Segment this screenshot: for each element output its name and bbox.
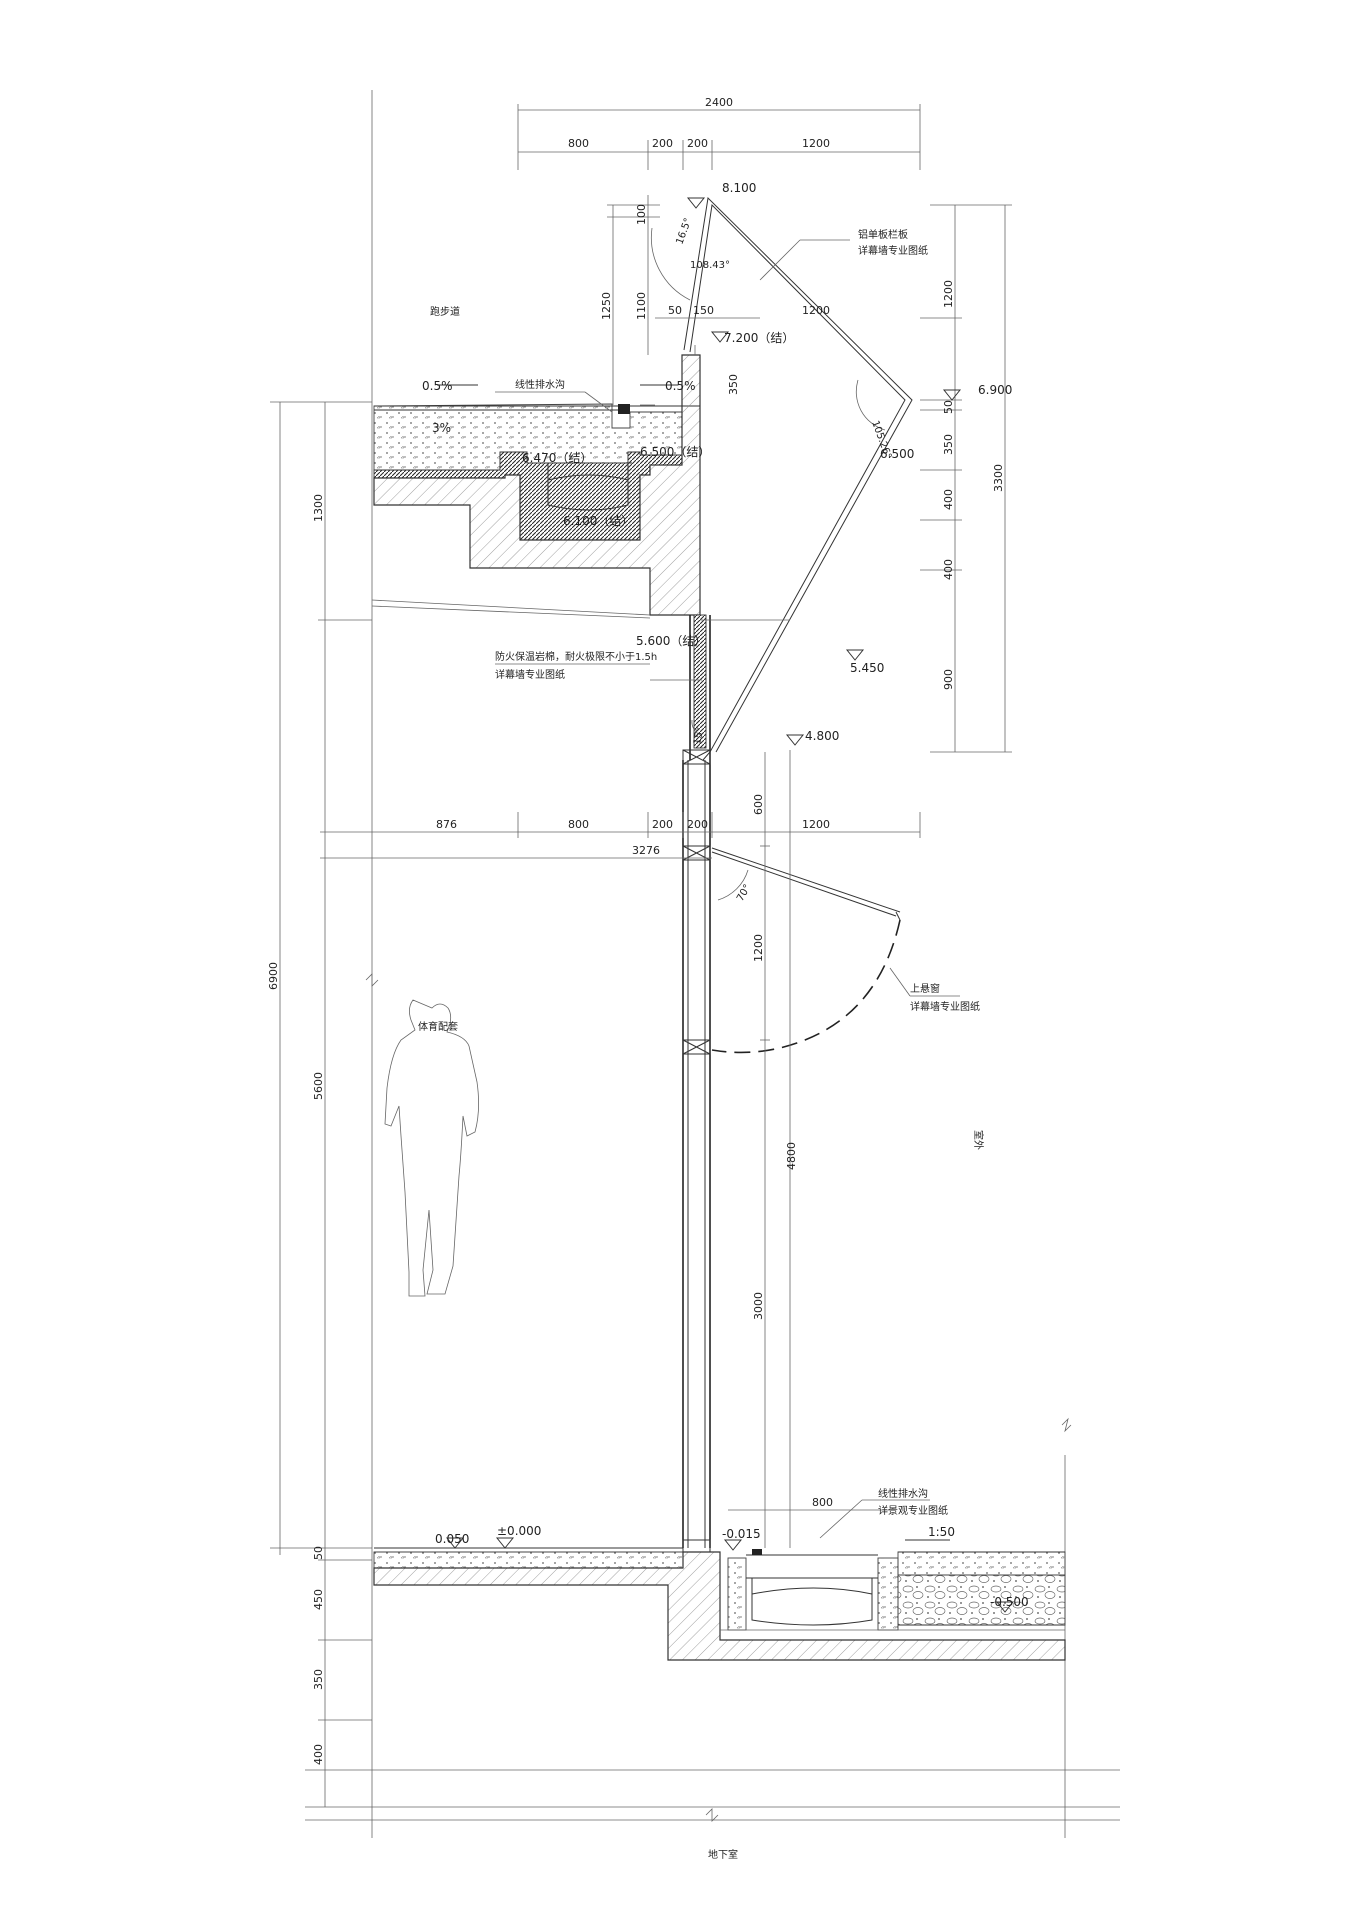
dim-mid-total: 3276 [632, 844, 660, 857]
level-6500-struct: 6.500（结） [640, 445, 710, 459]
dim-right-900: 900 [942, 669, 955, 690]
note-drain-top: 线性排水沟 [515, 378, 565, 391]
dimension-lines [270, 104, 1015, 1807]
dimension-text: 2400 800 200 200 1200 876 800 200 200 12… [267, 96, 1005, 1765]
level-0050: 0.050 [435, 1532, 469, 1546]
note-fire-1: 防火保温岩棉，耐火极限不小于1.5h [495, 650, 657, 663]
ground-structure [373, 1547, 1066, 1661]
slope-1: 0.5% [422, 379, 453, 393]
note-window-1: 上悬窗 [910, 982, 940, 995]
dim-parapet-50: 50 [668, 304, 682, 317]
level-0000: ±0.000 [497, 1524, 541, 1538]
angle-70: 70° [735, 883, 753, 904]
dim-mid-c: 200 [652, 818, 673, 831]
ratio-label: 1:50 [928, 1525, 955, 1539]
dim-right-3300: 3300 [992, 464, 1005, 492]
dim-left-350: 350 [312, 1669, 325, 1690]
dim-right-400a: 400 [942, 489, 955, 510]
dim-right-400b: 400 [942, 559, 955, 580]
note-drain-bottom-1: 线性排水沟 [878, 1487, 928, 1500]
angle-108-43: 108.43° [690, 260, 730, 271]
room-labels: 跑步道 体育配套 室外 地下室 [418, 305, 985, 1861]
dim-parapet-100: 100 [635, 204, 648, 225]
dim-window-4800: 4800 [785, 1142, 798, 1170]
level-6500: 6.500 [880, 447, 914, 461]
level-minus-0500: -0.500 [990, 1595, 1029, 1609]
curtain-wall [682, 614, 901, 1553]
dim-top-c: 200 [687, 137, 708, 150]
dim-parapet-1200: 1200 [802, 304, 830, 317]
notes-text: 铝单板栏板 详幕墙专业图纸 线性排水沟 防火保温岩棉，耐火极限不小于1.5h 详… [495, 228, 980, 1517]
dim-parapet-1100: 1100 [635, 292, 648, 320]
dim-parapet-1250: 1250 [600, 292, 613, 320]
human-figure [384, 999, 479, 1297]
level-6470: 6.470（结） [522, 451, 592, 465]
room-outdoor: 室外 [972, 1130, 985, 1150]
dim-mid-a: 876 [436, 818, 457, 831]
axis-lines [305, 90, 1120, 1838]
dim-top-b: 200 [652, 137, 673, 150]
dim-window-3000: 3000 [752, 1292, 765, 1320]
dim-window-1200: 1200 [752, 934, 765, 962]
level-7200: 7.200（结） [724, 331, 794, 345]
dim-window-600: 600 [752, 794, 765, 815]
room-track: 跑步道 [430, 305, 460, 318]
dim-left-400: 400 [312, 1744, 325, 1765]
dim-top-a: 800 [568, 137, 589, 150]
dim-parapet-150: 150 [693, 304, 714, 317]
note-panel-1: 铝单板栏板 [858, 228, 908, 241]
room-sports: 体育配套 [418, 1020, 458, 1033]
dim-top-d: 1200 [802, 137, 830, 150]
note-drain-bottom-2: 详景观专业图纸 [878, 1504, 948, 1517]
note-fire-2: 详幕墙专业图纸 [495, 668, 565, 681]
aluminium-panel [683, 196, 913, 761]
angle-16-5: 16.5° [674, 217, 694, 246]
level-4800: 4.800 [805, 729, 839, 743]
level-5450: 5.450 [850, 661, 884, 675]
level-minus-0015: -0.015 [722, 1527, 761, 1541]
dim-mid-e: 1200 [802, 818, 830, 831]
dim-top-total: 2400 [705, 96, 733, 109]
dim-left-6900: 6900 [267, 962, 280, 990]
level-text: 8.100 7.200（结） 6.900 6.470（结） 6.500（结） 6… [422, 181, 1029, 1609]
dim-left-1300: 1300 [312, 494, 325, 522]
level-5600: 5.600（结） [636, 634, 706, 648]
note-window-2: 详幕墙专业图纸 [910, 1000, 980, 1013]
level-6100: 6.100（结） [563, 514, 633, 528]
angle-text: 16.5° 108.43° 105.26° 70° 15° [674, 217, 893, 904]
slope-2: 0.5% [665, 379, 696, 393]
dim-left-50: 50 [312, 1546, 325, 1560]
dim-mid-d: 200 [687, 818, 708, 831]
upper-structure [371, 354, 701, 619]
dim-window-800: 800 [812, 1496, 833, 1509]
dim-parapet-350: 350 [727, 374, 740, 395]
dim-left-5600: 5600 [312, 1072, 325, 1100]
level-6900: 6.900 [978, 383, 1012, 397]
room-basement: 地下室 [708, 1848, 738, 1861]
dim-right-350: 350 [942, 434, 955, 455]
dim-right-50: 50 [942, 400, 955, 414]
note-panel-2: 详幕墙专业图纸 [858, 244, 928, 257]
slope-3: 3% [432, 421, 451, 435]
level-8100: 8.100 [722, 181, 756, 195]
angle-15: 15° [692, 726, 706, 745]
dim-mid-b: 800 [568, 818, 589, 831]
dim-right-1200: 1200 [942, 280, 955, 308]
dim-left-450: 450 [312, 1589, 325, 1610]
